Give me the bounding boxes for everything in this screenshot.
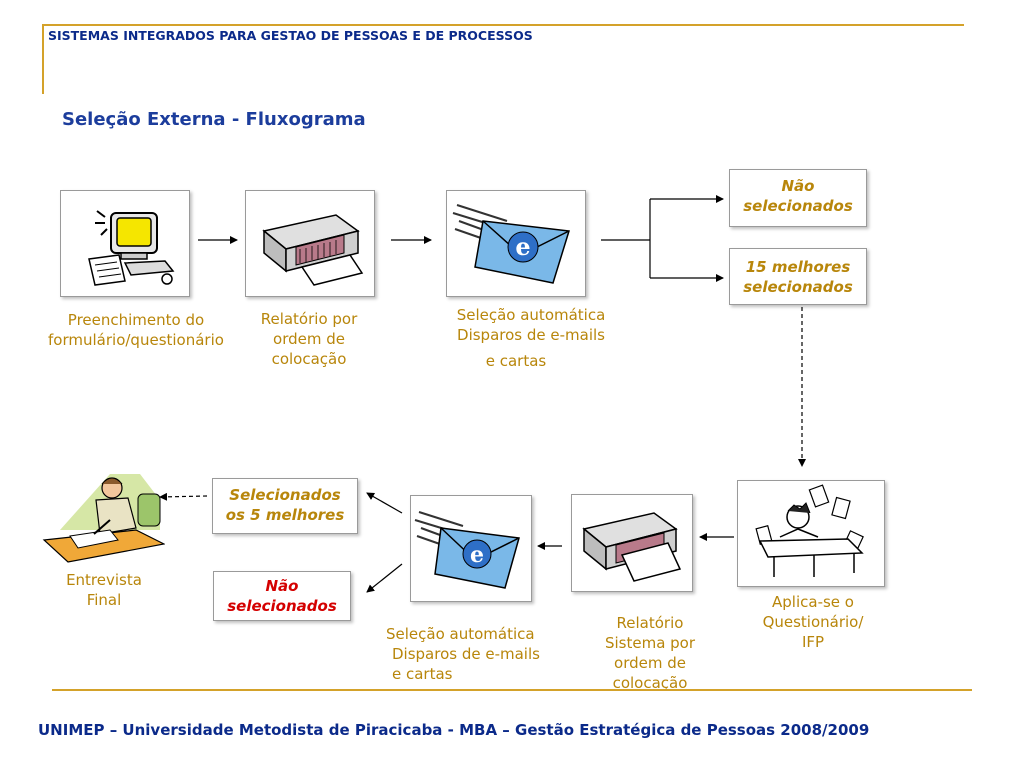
outcome-line: selecionados [227, 597, 337, 615]
caption-line: formulário/questionário [48, 331, 224, 349]
outcome-line: Não [781, 177, 815, 195]
header-rule-left [42, 24, 44, 94]
step-questionnaire-caption: Aplica-se o Questionário/ IFP [736, 592, 890, 652]
caption-line: Relatório por [260, 310, 358, 328]
caption-line: e cartas [485, 352, 547, 370]
caption-line: Seleção automática [386, 625, 535, 643]
caption-line: Aplica-se o [772, 593, 854, 611]
caption-line: Final [86, 591, 122, 609]
step-questionnaire-box [737, 480, 885, 587]
bottom-selected-box: Selecionados os 5 melhores [212, 478, 358, 534]
final-interview-caption: Entrevista Final [44, 570, 164, 610]
header-text: SISTEMAS INTEGRADOS PARA GESTAO DE PESSO… [48, 28, 533, 43]
arrow-selected-to-interview [159, 492, 208, 501]
svg-text:e: e [470, 542, 484, 568]
step-report2-box [571, 494, 693, 592]
email-icon: e [452, 204, 570, 284]
footer-text: UNIMEP – Universidade Metodista de Pirac… [38, 721, 870, 739]
step-email2-caption: Seleção automática Disparos de e-mails e… [376, 624, 576, 684]
caption-line: Entrevista [66, 571, 142, 589]
outcome-line: os 5 melhores [225, 506, 345, 524]
step-report2-caption: Relatório Sistema por ordem de colocação [585, 613, 715, 693]
caption-line: colocação [612, 674, 688, 692]
outcome-line: selecionados [743, 197, 853, 215]
interview-person-icon [42, 474, 165, 563]
step-report-box [245, 190, 375, 297]
header-rule-top [42, 24, 964, 26]
caption-line: Disparos de e-mails [392, 645, 540, 663]
printer-report-icon [262, 214, 364, 286]
caption-line: Relatório [616, 614, 684, 632]
outcome-line: 15 melhores [745, 258, 851, 276]
email-icon: e [414, 511, 520, 589]
student-test-icon [755, 484, 864, 577]
computer-form-icon [88, 210, 175, 286]
step-email2-box: e [410, 495, 532, 602]
caption-line: colocação [271, 350, 347, 368]
page-title: Seleção Externa - Fluxograma [62, 109, 366, 130]
outcome-line: Não [265, 577, 299, 595]
arrow-email2-to-selected [366, 492, 403, 514]
step-form-box [60, 190, 190, 297]
arrow-email2-to-not-selected [366, 563, 403, 593]
bottom-not-selected-box: Não selecionados [213, 571, 351, 621]
caption-line: Preenchimento do [67, 311, 205, 329]
svg-text:e: e [515, 232, 530, 261]
caption-line: ordem de [273, 330, 345, 348]
step-report-caption: Relatório por ordem de colocação [244, 309, 374, 369]
top-best-selected-box: 15 melhores selecionados [729, 248, 867, 305]
outcome-line: Selecionados [229, 486, 341, 504]
caption-line: Questionário/ [762, 613, 864, 631]
caption-line: Disparos de e-mails [457, 326, 605, 344]
caption-line: Sistema por [604, 634, 696, 652]
caption-line: e cartas [392, 665, 453, 683]
step-form-caption: Preenchimento do formulário/questionário [34, 310, 238, 350]
caption-line: ordem de [614, 654, 686, 672]
printer-report-icon [582, 512, 682, 582]
footer-rule [52, 689, 972, 691]
caption-line: IFP [801, 633, 825, 651]
top-not-selected-box: Não selecionados [729, 169, 867, 227]
step-email-caption: Seleção automática Disparos de e-mails e… [436, 305, 626, 371]
outcome-line: selecionados [743, 278, 853, 296]
step-email-box: e [446, 190, 586, 297]
caption-line: Seleção automática [456, 306, 606, 324]
final-interview-illustration [40, 470, 165, 565]
